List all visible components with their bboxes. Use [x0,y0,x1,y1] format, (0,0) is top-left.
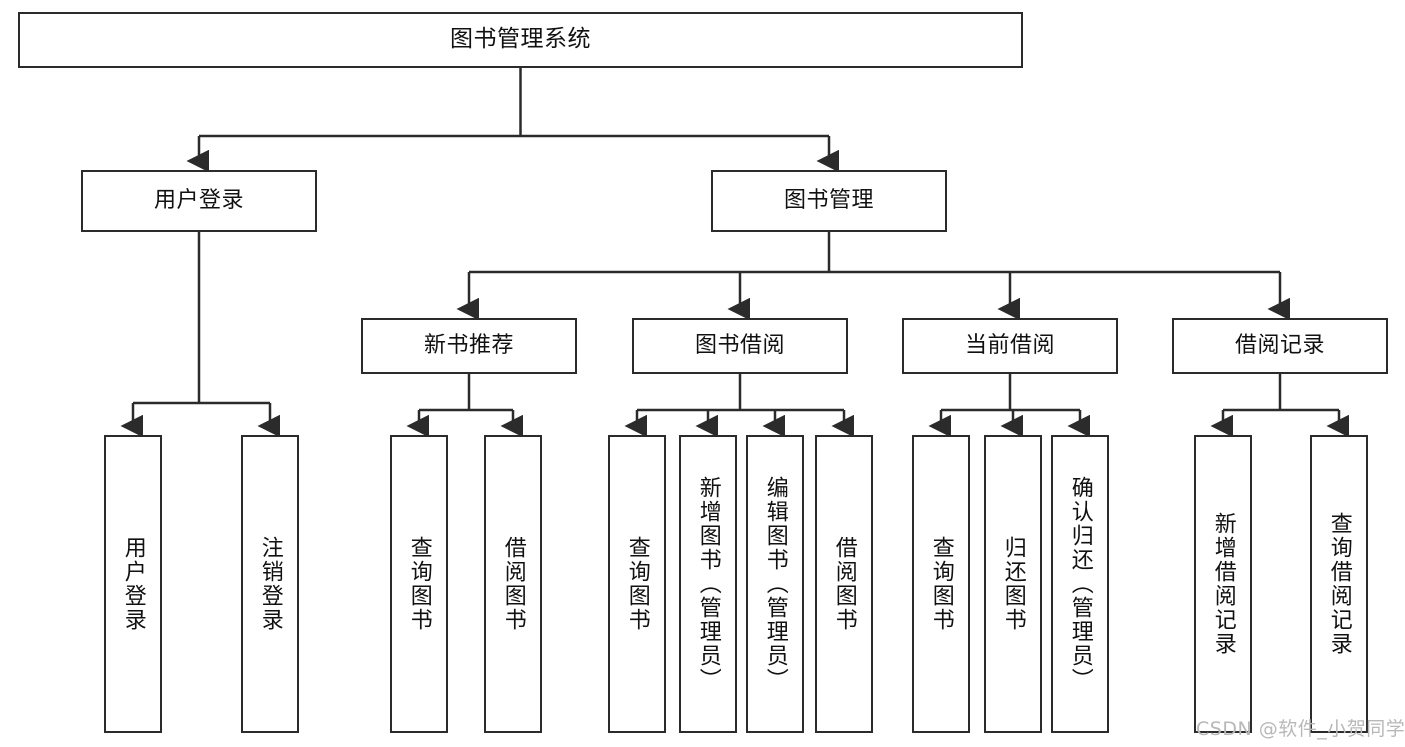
node-label: 当前借阅 [964,332,1055,358]
node-leaf-edit-book[interactable]: 编辑图书（管理员） [746,435,804,733]
node-label: 借阅图书 [831,536,857,632]
node-label: 借阅图书 [500,536,526,632]
node-leaf-return-book[interactable]: 归还图书 [984,435,1042,733]
node-leaf-borrow-book-recommend[interactable]: 借阅图书 [484,435,542,733]
node-label: 查询图书 [928,536,954,632]
node-label: 确认归还（管理员） [1067,476,1093,692]
node-label: 图书管理系统 [450,26,591,53]
node-label: 用户登录 [120,536,146,632]
node-current-borrow[interactable]: 当前借阅 [902,318,1118,374]
node-user-login[interactable]: 用户登录 [81,170,317,232]
node-leaf-query-borrow-record[interactable]: 查询借阅记录 [1310,435,1368,733]
node-label: 编辑图书（管理员） [762,476,788,692]
node-leaf-query-book-current[interactable]: 查询图书 [912,435,970,733]
node-leaf-user-logout[interactable]: 注销登录 [241,435,299,733]
node-label: 新书推荐 [423,332,514,358]
node-label: 新增借阅记录 [1210,512,1236,656]
node-label: 查询借阅记录 [1326,512,1352,656]
node-leaf-user-login[interactable]: 用户登录 [104,435,162,733]
node-borrow-record[interactable]: 借阅记录 [1172,318,1388,374]
node-book-borrow[interactable]: 图书借阅 [632,318,848,374]
node-root-system[interactable]: 图书管理系统 [18,12,1023,68]
node-label: 图书借阅 [694,332,785,358]
node-book-manage[interactable]: 图书管理 [711,170,947,232]
node-leaf-query-book-recommend[interactable]: 查询图书 [390,435,448,733]
node-label: 查询图书 [406,536,432,632]
node-label: 用户登录 [153,187,244,213]
node-leaf-add-borrow-record[interactable]: 新增借阅记录 [1194,435,1252,733]
node-leaf-confirm-return[interactable]: 确认归还（管理员） [1051,435,1109,733]
node-label: 图书管理 [783,187,874,213]
node-label: 新增图书（管理员） [695,476,721,692]
node-label: 归还图书 [1000,536,1026,632]
node-new-book-recommend[interactable]: 新书推荐 [361,318,577,374]
node-leaf-borrow-book[interactable]: 借阅图书 [815,435,873,733]
node-label: 注销登录 [257,536,283,632]
node-label: 查询图书 [624,536,650,632]
node-leaf-query-book-borrow[interactable]: 查询图书 [608,435,666,733]
node-label: 借阅记录 [1234,332,1325,358]
node-leaf-add-book[interactable]: 新增图书（管理员） [679,435,737,733]
